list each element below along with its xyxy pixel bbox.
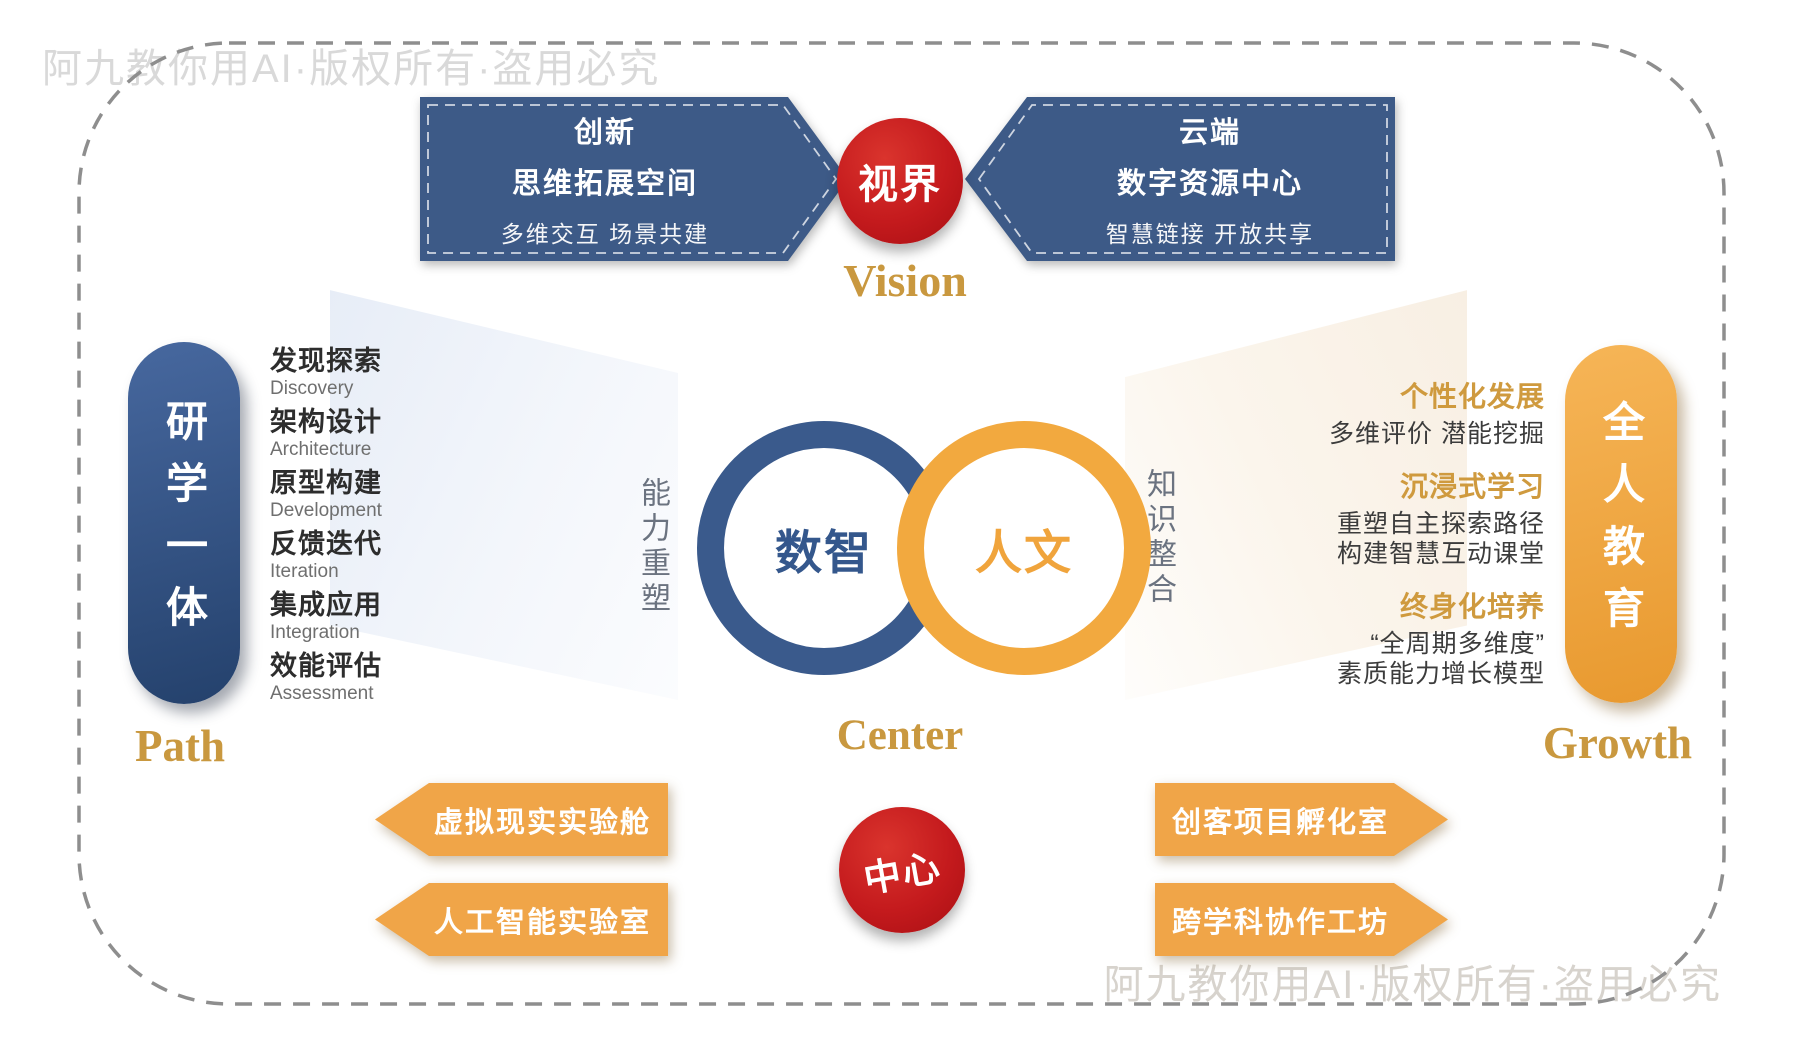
lab-banner-ai: 人工智能实验室 bbox=[375, 883, 668, 956]
lab-banner-vr: 虚拟现实实验舱 bbox=[375, 783, 668, 856]
watermark-top: 阿九教你用AI·版权所有·盗用必究 bbox=[42, 47, 661, 91]
path-step: 发现探索 Discovery bbox=[270, 346, 382, 407]
step-title: 发现探索 bbox=[270, 346, 382, 376]
humanity-ring-label: 人文 bbox=[975, 525, 1073, 579]
step-title: 集成应用 bbox=[270, 590, 382, 620]
left-beam-decoration bbox=[330, 290, 678, 700]
lab-banner-workshop: 跨学科协作工坊 bbox=[1155, 883, 1448, 956]
step-subtitle: Iteration bbox=[270, 561, 339, 582]
path-en-label: Path bbox=[135, 721, 225, 771]
growth-en-label: Growth bbox=[1542, 718, 1693, 768]
path-step: 反馈迭代 Iteration bbox=[270, 529, 382, 590]
growth-group: 沉浸式学习 重塑自主探索路径 构建智慧互动课堂 bbox=[1150, 470, 1545, 569]
step-subtitle: Architecture bbox=[270, 439, 372, 460]
step-title: 效能评估 bbox=[270, 651, 382, 681]
path-pill: 研学一体 bbox=[128, 342, 240, 704]
path-step: 原型构建 Development bbox=[270, 468, 382, 529]
banner-title: 创新 bbox=[573, 117, 636, 149]
step-subtitle: Assessment bbox=[270, 683, 374, 704]
banner-title: 云端 bbox=[1178, 117, 1241, 149]
step-title: 原型构建 bbox=[270, 468, 382, 498]
path-step-list: 发现探索 Discovery 架构设计 Architecture 原型构建 De… bbox=[270, 346, 382, 712]
growth-group: 终身化培养 “全周期多维度” 素质能力增长模型 bbox=[1150, 590, 1545, 689]
center-badge-label: 中心 bbox=[860, 846, 945, 901]
growth-group-title: 个性化发展 bbox=[1399, 381, 1545, 412]
vision-en-label: Vision bbox=[843, 255, 967, 306]
growth-group-line: 多维评价 潜能挖掘 bbox=[1329, 420, 1545, 448]
growth-group-title: 沉浸式学习 bbox=[1399, 471, 1545, 502]
vision-badge-label: 视界 bbox=[858, 163, 942, 207]
path-step: 架构设计 Architecture bbox=[270, 407, 382, 468]
step-subtitle: Discovery bbox=[270, 378, 354, 399]
path-pill-label: 研学一体 bbox=[160, 399, 208, 647]
step-subtitle: Development bbox=[270, 500, 382, 521]
growth-pill: 全人教育 bbox=[1565, 345, 1677, 703]
growth-group-line: “全周期多维度” bbox=[1370, 630, 1545, 658]
step-title: 反馈迭代 bbox=[270, 529, 382, 559]
lab-banner-label: 虚拟现实实验舱 bbox=[433, 806, 651, 839]
lab-banner-label: 跨学科协作工坊 bbox=[1171, 906, 1389, 939]
growth-group-line: 重塑自主探索路径 bbox=[1336, 510, 1545, 538]
path-step: 效能评估 Assessment bbox=[270, 651, 382, 712]
watermark-bottom: 阿九教你用AI·版权所有·盗用必究 bbox=[1103, 963, 1722, 1007]
step-subtitle: Integration bbox=[270, 622, 360, 643]
center-badge: 中心 bbox=[839, 807, 965, 933]
vision-right-banner-text: 云端 数字资源中心 智慧链接 开放共享 bbox=[965, 97, 1395, 261]
lab-banner-maker: 创客项目孵化室 bbox=[1155, 783, 1448, 856]
banner-subtitle: 思维拓展空间 bbox=[511, 168, 698, 200]
growth-group-line: 素质能力增长模型 bbox=[1336, 660, 1545, 688]
banner-tagline: 智慧链接 开放共享 bbox=[1105, 221, 1315, 247]
growth-group-line: 构建智慧互动课堂 bbox=[1336, 540, 1545, 568]
digital-ring-label: 数智 bbox=[775, 525, 873, 579]
vision-left-banner: 创新 思维拓展空间 多维交互 场景共建 bbox=[420, 97, 850, 261]
vision-right-banner: 云端 数字资源中心 智慧链接 开放共享 bbox=[965, 97, 1395, 261]
growth-group: 个性化发展 多维评价 潜能挖掘 bbox=[1150, 380, 1545, 449]
path-step: 集成应用 Integration bbox=[270, 590, 382, 651]
center-en-label: Center bbox=[836, 712, 964, 759]
banner-subtitle: 数字资源中心 bbox=[1116, 168, 1303, 200]
capability-reshape-vertical-label: 能力重塑 bbox=[636, 477, 669, 617]
humanity-ring: 人文 bbox=[897, 421, 1151, 675]
growth-pill-label: 全人教育 bbox=[1597, 400, 1645, 648]
banner-tagline: 多维交互 场景共建 bbox=[500, 221, 710, 247]
vision-left-banner-text: 创新 思维拓展空间 多维交互 场景共建 bbox=[420, 97, 850, 261]
lab-banner-label: 人工智能实验室 bbox=[433, 906, 651, 939]
step-title: 架构设计 bbox=[270, 407, 382, 437]
vision-badge: 视界 bbox=[837, 118, 963, 244]
lab-banner-label: 创客项目孵化室 bbox=[1171, 806, 1389, 839]
growth-group-title: 终身化培养 bbox=[1399, 591, 1545, 622]
growth-groups: 个性化发展 多维评价 潜能挖掘 沉浸式学习 重塑自主探索路径 构建智慧互动课堂 … bbox=[1150, 380, 1545, 710]
